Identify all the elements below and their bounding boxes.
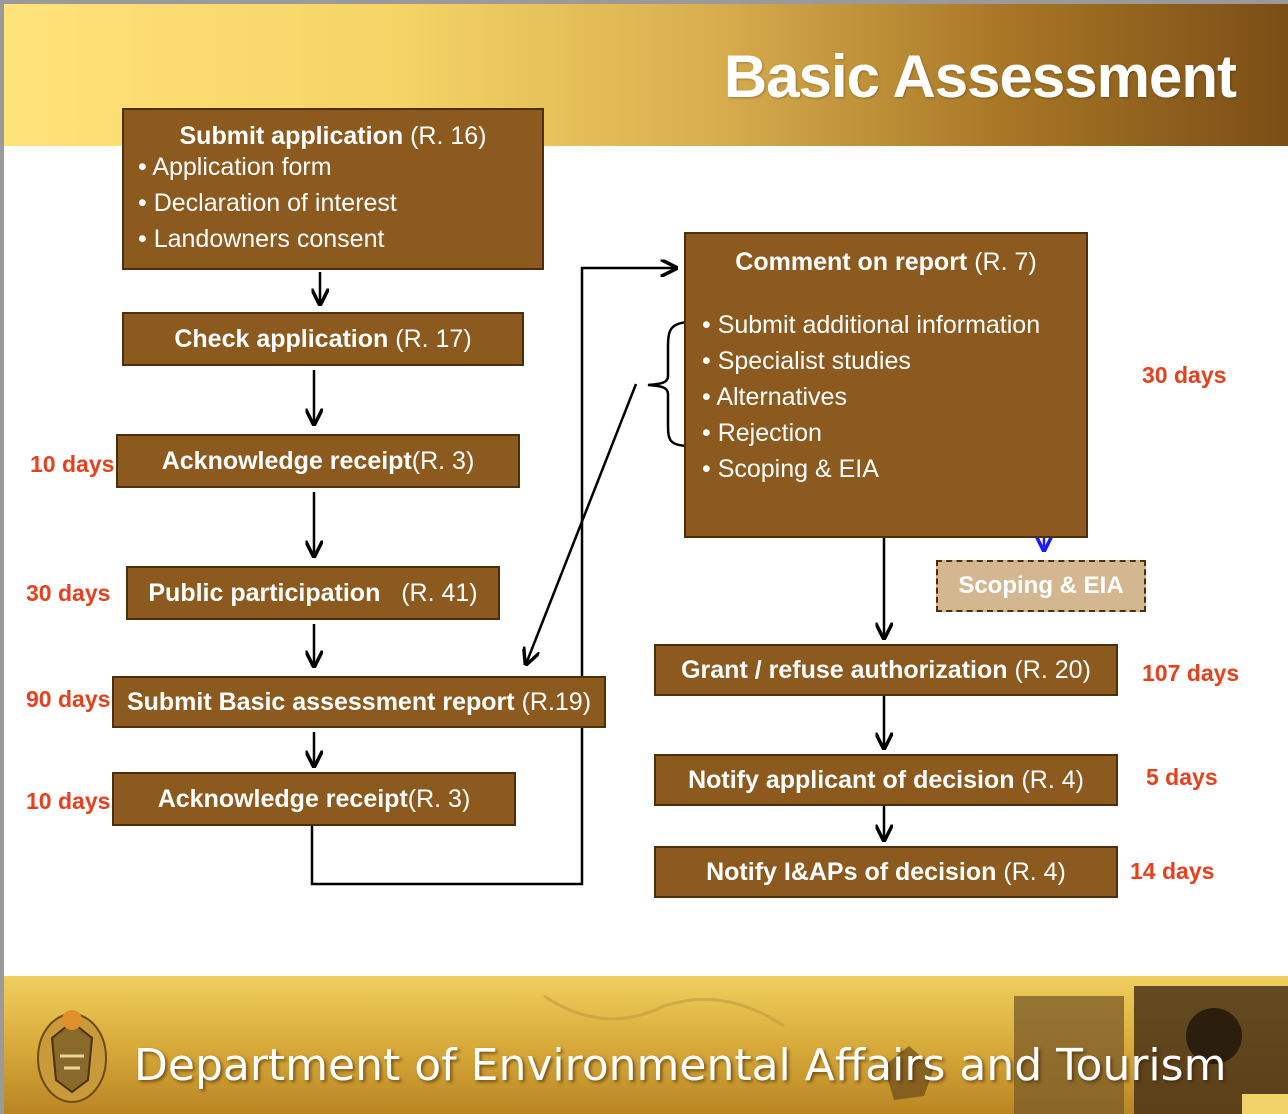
comment-on-report-list: Submit additional information Specialist… bbox=[686, 307, 1086, 487]
bracket bbox=[647, 320, 693, 448]
list-item: Declaration of interest bbox=[138, 185, 542, 221]
arrow-ack2-to-comment bbox=[310, 268, 676, 886]
public-participation-box: Public participation (R. 41) bbox=[126, 566, 500, 620]
submit-application-list: Application form Declaration of interest… bbox=[138, 149, 542, 257]
submit-ba-report-days: 90 days bbox=[26, 686, 111, 712]
submit-application-reg: (R. 16) bbox=[410, 122, 487, 150]
ack-receipt-1-reg: (R. 3) bbox=[411, 446, 475, 475]
grant-refuse-reg: (R. 20) bbox=[1014, 655, 1091, 684]
list-item: Alternatives bbox=[702, 379, 1086, 415]
check-application-reg: (R. 17) bbox=[395, 324, 472, 353]
list-item: Landowners consent bbox=[138, 221, 542, 257]
list-item: Application form bbox=[138, 149, 542, 185]
ack-receipt-2-reg: (R. 3) bbox=[407, 784, 471, 813]
notify-iaps-box: Notify I&APs of decision (R. 4) bbox=[654, 846, 1118, 898]
comment-on-report-title: Comment on report bbox=[735, 248, 968, 276]
coat-of-arms-icon bbox=[37, 1010, 107, 1103]
page-title: Basic Assessment bbox=[723, 43, 1237, 110]
notify-applicant-reg: (R. 4) bbox=[1021, 765, 1084, 794]
notify-applicant-title: Notify applicant of decision bbox=[688, 765, 1015, 794]
submit-application-title: Submit application bbox=[179, 122, 404, 150]
grant-refuse-title: Grant / refuse authorization bbox=[681, 655, 1008, 684]
ack-receipt-2-title: Acknowledge receipt bbox=[157, 784, 408, 813]
submit-ba-report-title: Submit Basic assessment report bbox=[126, 687, 515, 716]
list-item: Scoping & EIA bbox=[702, 451, 1086, 487]
notify-applicant-days: 5 days bbox=[1146, 764, 1218, 790]
notify-iaps-title: Notify I&APs of decision bbox=[706, 857, 997, 886]
list-item: Rejection bbox=[702, 415, 1086, 451]
ack-receipt-1-title: Acknowledge receipt bbox=[161, 446, 412, 475]
public-participation-days: 30 days bbox=[26, 580, 111, 606]
notify-iaps-days: 14 days bbox=[1130, 858, 1215, 884]
check-application-title: Check application bbox=[174, 324, 389, 353]
notify-iaps-reg: (R. 4) bbox=[1003, 857, 1066, 886]
acknowledge-receipt-1-box: Acknowledge receipt (R. 3) bbox=[116, 434, 520, 488]
check-application-box: Check application (R. 17) bbox=[122, 312, 524, 366]
submit-application-box: Submit application (R. 16) Application f… bbox=[122, 108, 544, 270]
arrow-comment-back-to-report bbox=[526, 383, 638, 664]
animal-photo bbox=[1014, 996, 1124, 1114]
acknowledge-receipt-2-box: Acknowledge receipt (R. 3) bbox=[112, 772, 516, 826]
submit-ba-report-reg: (R.19) bbox=[521, 687, 592, 716]
comment-on-report-box: Comment on report (R. 7) Submit addition… bbox=[684, 232, 1088, 538]
grant-refuse-box: Grant / refuse authorization (R. 20) bbox=[654, 644, 1118, 696]
footer-photo-collage bbox=[37, 986, 1288, 1114]
public-participation-title: Public participation bbox=[148, 578, 381, 607]
footer-band: Department of Environmental Affairs and … bbox=[4, 976, 1288, 1114]
notify-applicant-box: Notify applicant of decision (R. 4) bbox=[654, 754, 1118, 806]
footer-department-name: Department of Environmental Affairs and … bbox=[134, 1040, 1227, 1091]
submit-ba-report-box: Submit Basic assessment report (R.19) bbox=[112, 676, 606, 728]
ack-receipt-2-days: 10 days bbox=[26, 788, 111, 814]
ack-receipt-1-days: 10 days bbox=[30, 451, 115, 477]
scoping-eia-box: Scoping & EIA bbox=[936, 560, 1146, 612]
list-item: Submit additional information bbox=[702, 307, 1086, 343]
list-item: Specialist studies bbox=[702, 343, 1086, 379]
public-participation-reg: (R. 41) bbox=[401, 578, 478, 607]
comment-on-report-reg: (R. 7) bbox=[974, 248, 1037, 276]
grant-refuse-days: 107 days bbox=[1142, 660, 1240, 686]
comment-on-report-days: 30 days bbox=[1142, 362, 1227, 388]
tree-icon bbox=[884, 1046, 934, 1100]
